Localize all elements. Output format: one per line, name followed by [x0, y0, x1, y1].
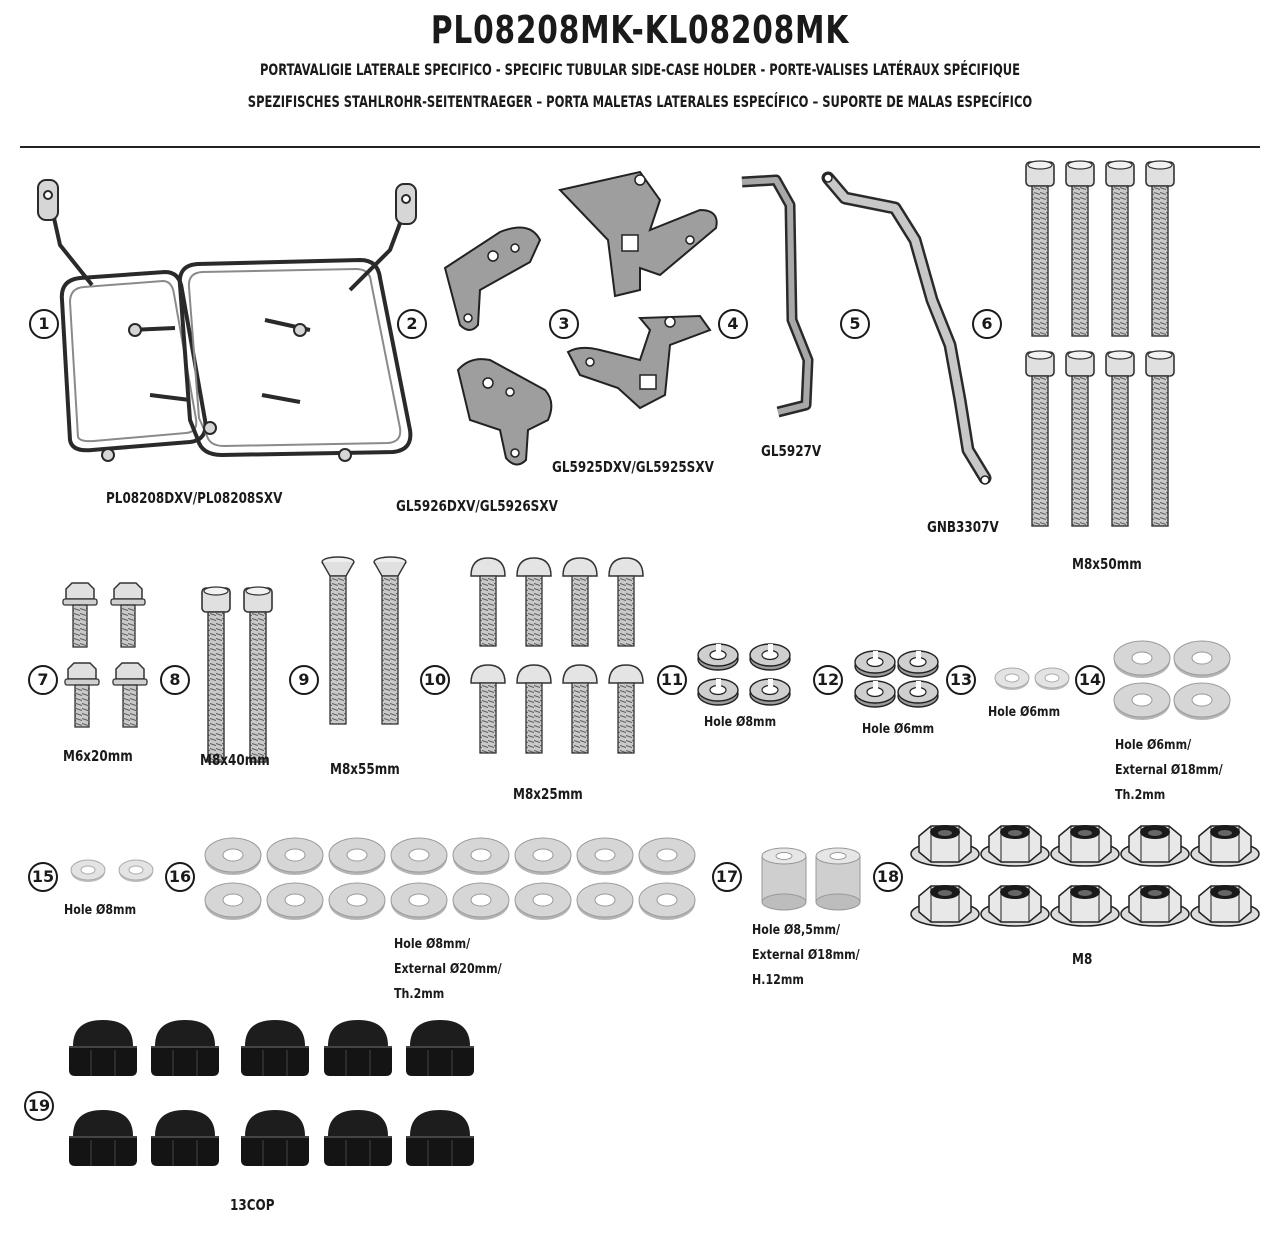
spacer-spec-line-2: External Ø18mm/	[752, 948, 860, 963]
part-number-3: 3	[549, 309, 579, 339]
m8x40-spec: M8x40mm	[200, 751, 270, 769]
subtitle-line-2: SPEZIFISCHES STAHLROHR-SEITENTRAEGER – P…	[247, 92, 1033, 111]
part-number-13: 13	[946, 665, 976, 695]
part-number-19: 19	[24, 1091, 54, 1121]
part-number-18: 18	[873, 862, 903, 892]
washer-14-spec-line-3: Th.2mm	[1115, 788, 1166, 803]
washer-16-spec-line-1: Hole Ø8mm/	[394, 937, 471, 952]
washer-13-spec: Hole Ø6mm	[988, 705, 1061, 720]
plate-gl5926-drawing	[443, 226, 553, 466]
washer-16-spec-line-3: Th.2mm	[394, 987, 445, 1002]
part-number-12: 12	[813, 665, 843, 695]
part-number-2: 2	[397, 309, 427, 339]
part-number-17: 17	[712, 862, 742, 892]
m8x50-spec: M8x50mm	[1072, 555, 1142, 573]
washer-14-spec-line-1: Hole Ø6mm/	[1115, 738, 1192, 753]
nut-spec: M8	[1072, 950, 1093, 968]
washer-15-spec: Hole Ø8mm	[64, 903, 137, 918]
washer-14-spec-line-2: External Ø18mm/	[1115, 763, 1223, 778]
part-number-1: 1	[29, 309, 59, 339]
part-number-5: 5	[840, 309, 870, 339]
m8x55-spec: M8x55mm	[330, 760, 400, 778]
spacer-spec-line-3: H.12mm	[752, 973, 804, 988]
bar-code: GNB3307V	[927, 518, 999, 536]
m6x20-spec: M6x20mm	[63, 747, 133, 765]
subtitle-line-1: PORTAVALIGIE LATERALE SPECIFICO - SPECIF…	[259, 60, 1021, 79]
washer-11-spec: Hole Ø8mm	[704, 715, 777, 730]
strap-code: GL5927V	[761, 442, 822, 460]
plate-a-code: GL5926DXV/GL5926SXV	[396, 497, 558, 515]
plate-gl5925-drawing	[558, 170, 718, 410]
title: PL08208MK-KL08208MK	[430, 8, 850, 52]
strap-gl5927-drawing	[741, 174, 814, 418]
part-number-9: 9	[289, 665, 319, 695]
part-number-8: 8	[160, 665, 190, 695]
m8x25-spec: M8x25mm	[513, 785, 583, 803]
spacer-spec-line-1: Hole Ø8,5mm/	[752, 923, 841, 938]
header-rule	[20, 146, 1260, 148]
part-number-15: 15	[28, 862, 58, 892]
frame-code: PL08208DXV/PL08208SXV	[106, 489, 283, 507]
part-number-10: 10	[420, 665, 450, 695]
part-number-14: 14	[1075, 665, 1105, 695]
part-number-7: 7	[28, 665, 58, 695]
part-number-6: 6	[972, 309, 1002, 339]
washer-12-spec: Hole Ø6mm	[862, 722, 935, 737]
side-frame-drawing	[48, 199, 413, 457]
part-number-4: 4	[718, 309, 748, 339]
caps-code: 13COP	[230, 1196, 275, 1214]
washer-16-spec-line-2: External Ø20mm/	[394, 962, 502, 977]
plate-b-code: GL5925DXV/GL5925SXV	[552, 458, 714, 476]
part-number-16: 16	[165, 862, 195, 892]
part-number-11: 11	[657, 665, 687, 695]
